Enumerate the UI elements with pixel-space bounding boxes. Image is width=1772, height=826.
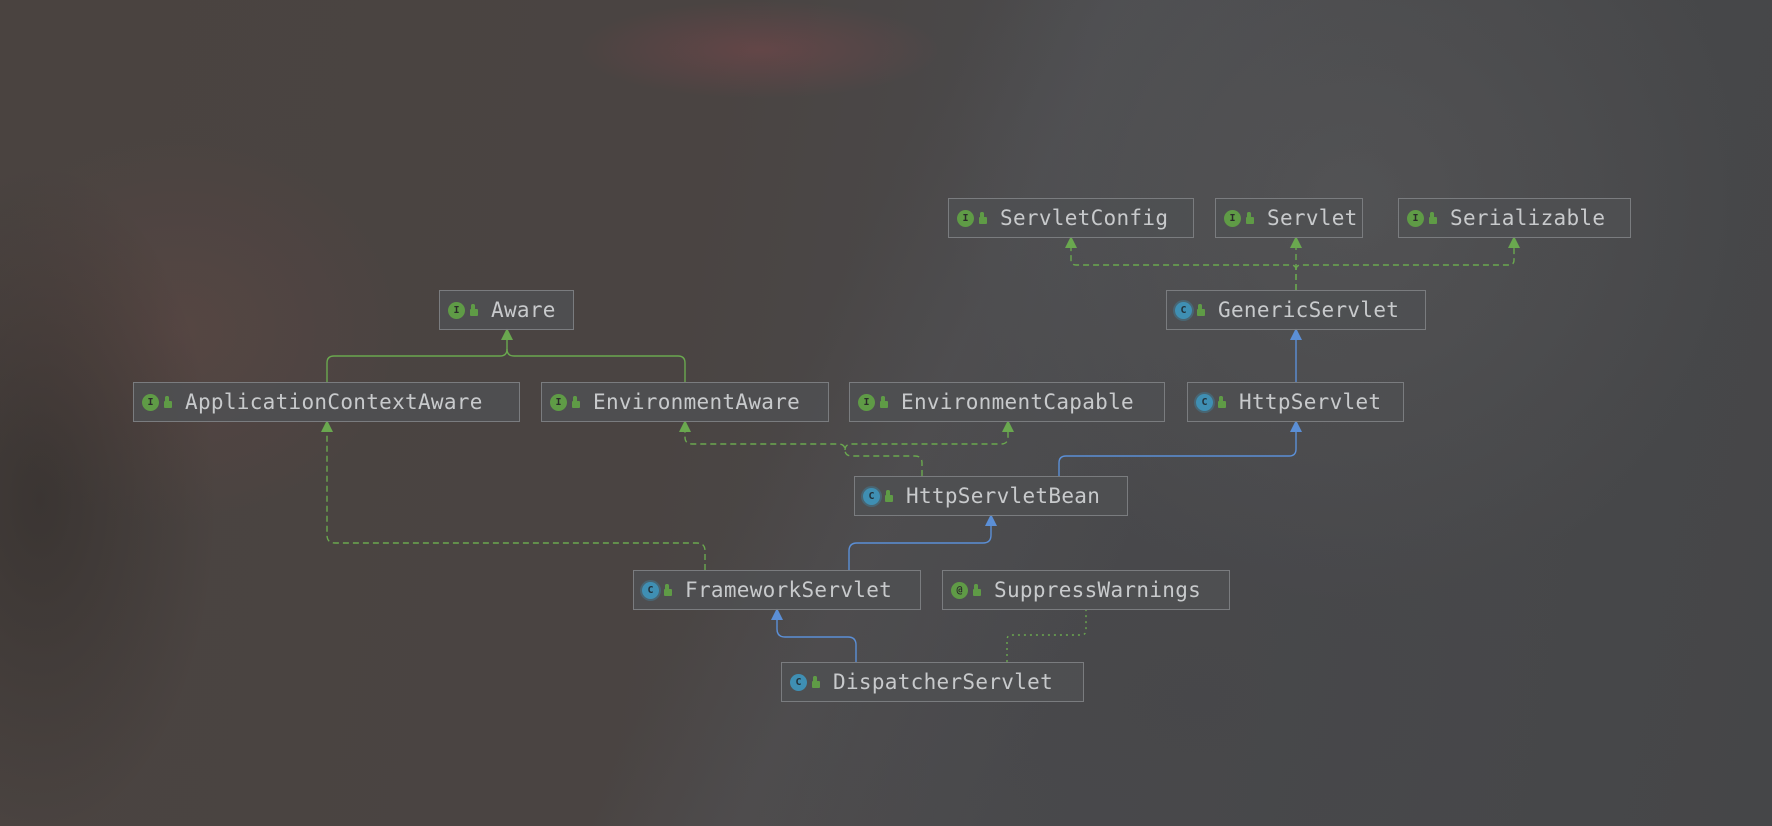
edge-frameworkservlet-httpservletbean xyxy=(848,523,992,570)
public-lock-icon xyxy=(880,395,888,408)
arrowhead-icon xyxy=(1290,236,1302,248)
node-label: Aware xyxy=(491,298,556,322)
edge-environmentaware-aware xyxy=(506,348,686,382)
node-environmentaware[interactable]: I EnvironmentAware xyxy=(541,382,829,422)
edge-httpservletbean-httpservlet xyxy=(1058,429,1297,476)
arrowhead-icon xyxy=(679,420,691,432)
arrowhead-icon xyxy=(985,514,997,526)
arrowhead-icon xyxy=(771,608,783,620)
annotation-icon: @ xyxy=(951,581,968,599)
public-lock-icon xyxy=(664,583,672,596)
node-httpservlet[interactable]: C HttpServlet xyxy=(1187,382,1404,422)
node-servletconfig[interactable]: I ServletConfig xyxy=(948,198,1194,238)
node-suppresswarnings[interactable]: @ SuppressWarnings xyxy=(942,570,1230,610)
edge-httpservletbean-environmentcapable xyxy=(844,429,1009,451)
arrowhead-icon xyxy=(1290,420,1302,432)
node-label: SuppressWarnings xyxy=(994,578,1202,602)
node-httpservletbean[interactable]: C HttpServletBean xyxy=(854,476,1128,516)
node-dispatcherservlet[interactable]: C DispatcherServlet xyxy=(781,662,1084,702)
interface-icon: I xyxy=(1224,209,1241,227)
arrowhead-icon xyxy=(501,328,513,340)
node-label: ApplicationContextAware xyxy=(185,390,483,414)
node-aware[interactable]: I Aware xyxy=(439,290,574,330)
public-lock-icon xyxy=(164,395,172,408)
node-label: HttpServlet xyxy=(1239,390,1382,414)
node-label: GenericServlet xyxy=(1218,298,1400,322)
arrowhead-icon xyxy=(1002,420,1014,432)
interface-icon: I xyxy=(550,393,567,411)
arrowhead-icon xyxy=(1508,236,1520,248)
node-genericservlet[interactable]: C GenericServlet xyxy=(1166,290,1426,330)
public-lock-icon xyxy=(470,303,478,316)
interface-icon: I xyxy=(858,393,875,411)
abstract-class-icon: C xyxy=(1196,393,1213,411)
edge-frameworkservlet-applicationcontextaware xyxy=(326,429,706,570)
abstract-class-icon: C xyxy=(642,581,659,599)
arrowhead-icon xyxy=(321,420,333,432)
public-lock-icon xyxy=(885,489,893,502)
edge-applicationcontextaware-aware xyxy=(326,337,508,382)
class-icon: C xyxy=(790,673,807,691)
public-lock-icon xyxy=(1197,303,1205,316)
public-lock-icon xyxy=(572,395,580,408)
public-lock-icon xyxy=(1218,395,1226,408)
node-applicationcontextaware[interactable]: I ApplicationContextAware xyxy=(133,382,520,422)
node-label: ServletConfig xyxy=(1000,206,1169,230)
node-servlet[interactable]: I Servlet xyxy=(1215,198,1363,238)
abstract-class-icon: C xyxy=(1175,301,1192,319)
public-lock-icon xyxy=(1246,211,1254,224)
interface-icon: I xyxy=(142,393,159,411)
node-frameworkservlet[interactable]: C FrameworkServlet xyxy=(633,570,921,610)
interface-icon: I xyxy=(1407,209,1424,227)
node-label: FrameworkServlet xyxy=(685,578,893,602)
node-label: HttpServletBean xyxy=(906,484,1101,508)
node-label: EnvironmentCapable xyxy=(901,390,1134,414)
node-serializable[interactable]: I Serializable xyxy=(1398,198,1631,238)
interface-icon: I xyxy=(448,301,465,319)
edge-httpservletbean-environmentaware xyxy=(684,429,923,476)
edge-genericservlet-servletconfig xyxy=(1070,245,1297,290)
edge-dispatcherservlet-frameworkservlet xyxy=(776,617,857,662)
interface-icon: I xyxy=(957,209,974,227)
arrowhead-icon xyxy=(1065,236,1077,248)
node-label: DispatcherServlet xyxy=(833,670,1054,694)
public-lock-icon xyxy=(812,675,820,688)
node-label: EnvironmentAware xyxy=(593,390,801,414)
public-lock-icon xyxy=(1429,211,1437,224)
abstract-class-icon: C xyxy=(863,487,880,505)
node-label: Serializable xyxy=(1450,206,1606,230)
node-environmentcapable[interactable]: I EnvironmentCapable xyxy=(849,382,1165,422)
node-label: Servlet xyxy=(1267,206,1358,230)
edge-dispatcherservlet-suppresswarnings xyxy=(1006,610,1087,662)
public-lock-icon xyxy=(979,211,987,224)
edge-genericservlet-serializable xyxy=(1295,245,1515,271)
arrowhead-icon xyxy=(1290,328,1302,340)
public-lock-icon xyxy=(973,583,981,596)
